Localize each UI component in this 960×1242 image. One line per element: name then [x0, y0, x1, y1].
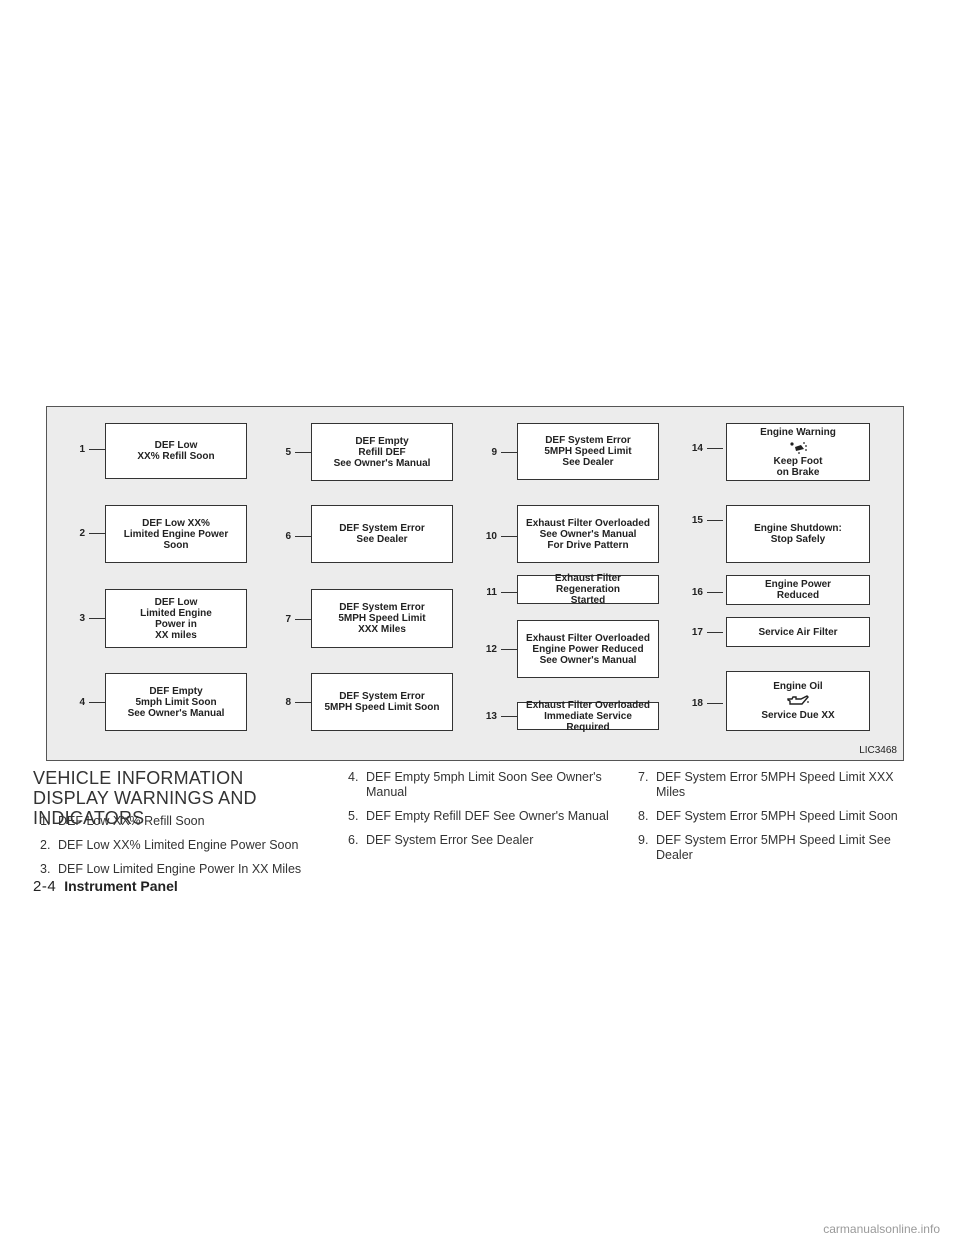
- list-column-1: 1.DEF Low XX% Refill Soon 2.DEF Low XX% …: [40, 814, 325, 886]
- indicator-callout-6: 6: [275, 526, 311, 546]
- list-column-3: 7.DEF System Error 5MPH Speed Limit XXX …: [638, 770, 910, 872]
- list-item: 8.DEF System Error 5MPH Speed Limit Soon: [638, 809, 898, 823]
- indicator-box-14: Engine Warning Keep Foot on Brake: [726, 423, 870, 481]
- list-item: 5.DEF Empty Refill DEF See Owner's Manua…: [348, 809, 609, 823]
- indicator-box-4: DEF Empty 5mph Limit Soon See Owner's Ma…: [105, 673, 247, 731]
- indicator-box-8: DEF System Error 5MPH Speed Limit Soon: [311, 673, 453, 731]
- section-name: Instrument Panel: [64, 878, 178, 894]
- page-number: 2-4: [33, 878, 57, 895]
- indicator-callout-10: 10: [481, 526, 517, 546]
- list-item: 3.DEF Low Limited Engine Power In XX Mil…: [40, 862, 302, 876]
- indicator-box-2: DEF Low XX% Limited Engine Power Soon: [105, 505, 247, 563]
- indicator-callout-1: 1: [69, 439, 105, 459]
- page-footer: 2-4 Instrument Panel: [33, 878, 178, 895]
- indicator-box-9: DEF System Error 5MPH Speed Limit See De…: [517, 423, 659, 480]
- list-column-2: 4.DEF Empty 5mph Limit Soon See Owner's …: [348, 770, 618, 857]
- list-item: 1.DEF Low XX% Refill Soon: [40, 814, 205, 828]
- indicator-box-5: DEF Empty Refill DEF See Owner's Manual: [311, 423, 453, 481]
- indicator-callout-17: 17: [687, 622, 723, 642]
- indicator-callout-11: 11: [481, 582, 517, 602]
- indicator-box-3: DEF Low Limited Engine Power in XX miles: [105, 589, 247, 648]
- oil-can-icon: [787, 695, 809, 705]
- indicator-box-6: DEF System Error See Dealer: [311, 505, 453, 563]
- indicator-callout-12: 12: [481, 639, 517, 659]
- figure-code: LIC3468: [859, 745, 897, 756]
- section-heading: VEHICLE INFORMATION DISPLAY WARNINGS AND…: [33, 768, 257, 828]
- indicator-callout-5: 5: [275, 442, 311, 462]
- indicator-box-14-top: Engine Warning: [760, 426, 836, 438]
- indicator-box-16: Engine Power Reduced: [726, 575, 870, 605]
- indicator-callout-16: 16: [687, 582, 723, 602]
- indicator-figure: 1 DEF Low XX% Refill Soon 2 DEF Low XX% …: [46, 406, 904, 761]
- indicator-box-13: Exhaust Filter Overloaded Immediate Serv…: [517, 700, 659, 733]
- watermark: carmanualsonline.info: [823, 1222, 940, 1236]
- list-item: 9.DEF System Error 5MPH Speed Limit See …: [638, 833, 891, 862]
- indicator-callout-4: 4: [69, 692, 105, 712]
- indicator-callout-18: 18: [687, 693, 723, 713]
- indicator-box-17: Service Air Filter: [726, 617, 870, 647]
- indicator-box-12: Exhaust Filter Overloaded Engine Power R…: [517, 620, 659, 678]
- indicator-box-14-bottom: Keep Foot on Brake: [773, 455, 823, 478]
- indicator-callout-9: 9: [481, 442, 517, 462]
- indicator-callout-7: 7: [275, 609, 311, 629]
- indicator-box-18-top: Engine Oil: [773, 681, 823, 692]
- indicator-box-15: Engine Shutdown: Stop Safely: [726, 505, 870, 563]
- foot-on-brake-icon: [790, 441, 807, 454]
- indicator-box-11: Exhaust Filter Regeneration Started: [517, 573, 659, 606]
- indicator-box-7: DEF System Error 5MPH Speed Limit XXX Mi…: [311, 589, 453, 648]
- indicator-callout-15: 15: [687, 510, 723, 530]
- indicator-callout-14: 14: [687, 438, 723, 458]
- list-item: 7.DEF System Error 5MPH Speed Limit XXX …: [638, 770, 894, 799]
- indicator-box-10: Exhaust Filter Overloaded See Owner's Ma…: [517, 505, 659, 563]
- indicator-callout-3: 3: [69, 608, 105, 628]
- indicator-box-18: Engine Oil Service Due XX: [726, 671, 870, 731]
- list-item: 4.DEF Empty 5mph Limit Soon See Owner's …: [348, 770, 602, 799]
- indicator-callout-13: 13: [481, 706, 517, 726]
- list-item: 2.DEF Low XX% Limited Engine Power Soon: [40, 838, 299, 852]
- indicator-callout-2: 2: [69, 523, 105, 543]
- indicator-box-1: DEF Low XX% Refill Soon: [105, 423, 247, 479]
- list-item: 6.DEF System Error See Dealer: [348, 833, 534, 847]
- indicator-callout-8: 8: [275, 692, 311, 712]
- indicator-box-18-bottom: Service Due XX: [761, 710, 835, 721]
